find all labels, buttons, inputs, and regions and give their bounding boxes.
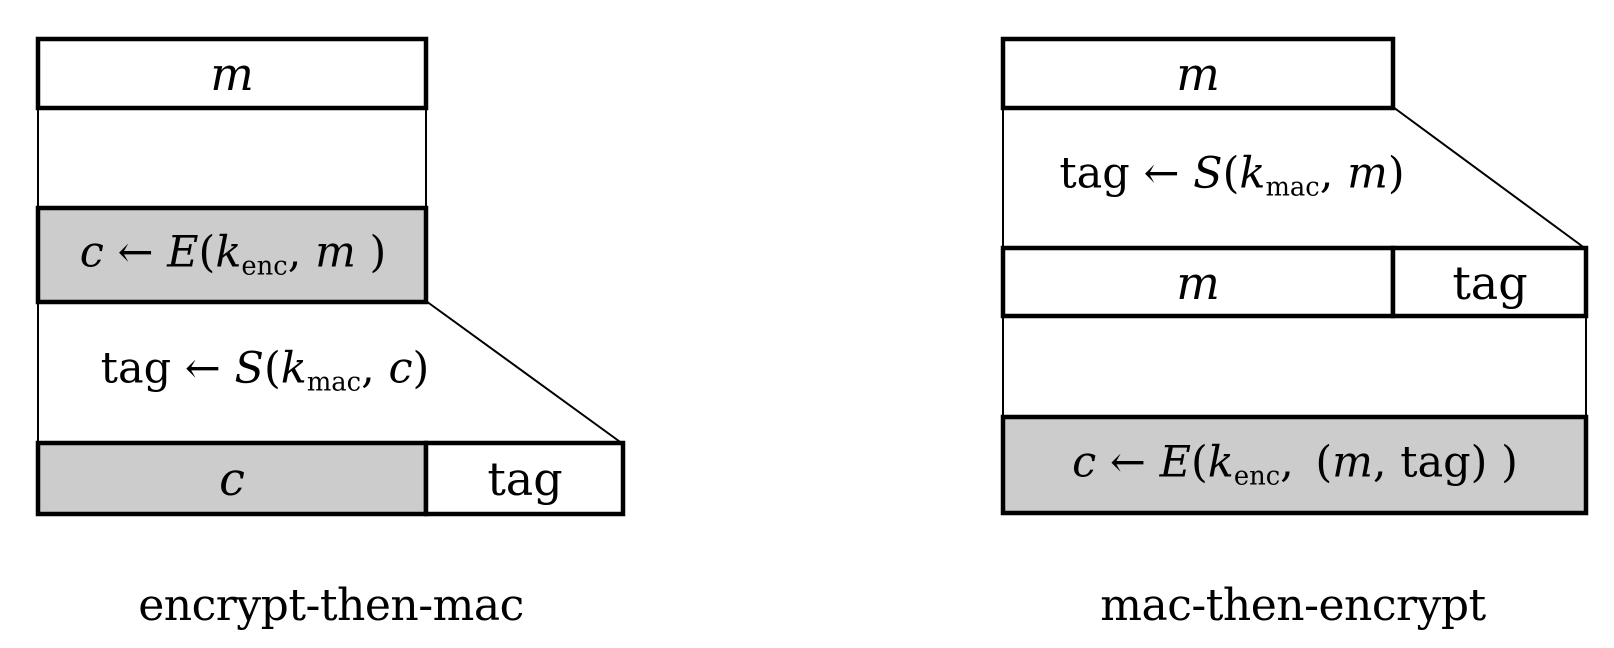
mte-row-tag-label: tag	[1452, 256, 1528, 310]
mte-mac-formula: tag ← S(kmac, m)	[1059, 148, 1405, 203]
mte-caption: mac-then-encrypt	[1100, 580, 1486, 631]
etm-diagonal-line	[425, 300, 624, 445]
mte-row-message-rect	[1000, 245, 1396, 319]
etm-caption: encrypt-then-mac	[138, 580, 524, 631]
etm-encrypt-box-rect	[35, 205, 429, 305]
etm-output-tag-label: tag	[487, 452, 563, 506]
etm-message-label: m	[210, 47, 254, 101]
mte-row-message-label: m	[1176, 256, 1220, 310]
etm-output-cipher-rect	[35, 440, 429, 517]
etm-encrypt-formula: c ← E(kenc, m )	[79, 227, 387, 282]
mte-message-box-rect	[1000, 36, 1396, 111]
mte-encrypt-box-rect	[1000, 414, 1589, 516]
mte-row-tag-rect	[1390, 245, 1589, 319]
mte-diagonal-line	[1392, 106, 1587, 250]
etm-output-tag-rect	[423, 440, 626, 517]
etm-mac-formula: tag ← S(kmac, c)	[100, 343, 430, 398]
mte-encrypt-formula: c ← E(kenc, (m, tag) )	[1072, 437, 1518, 492]
etm-message-box-rect	[35, 36, 429, 111]
etm-output-cipher-label: c	[219, 452, 245, 506]
mte-message-label: m	[1176, 47, 1220, 101]
